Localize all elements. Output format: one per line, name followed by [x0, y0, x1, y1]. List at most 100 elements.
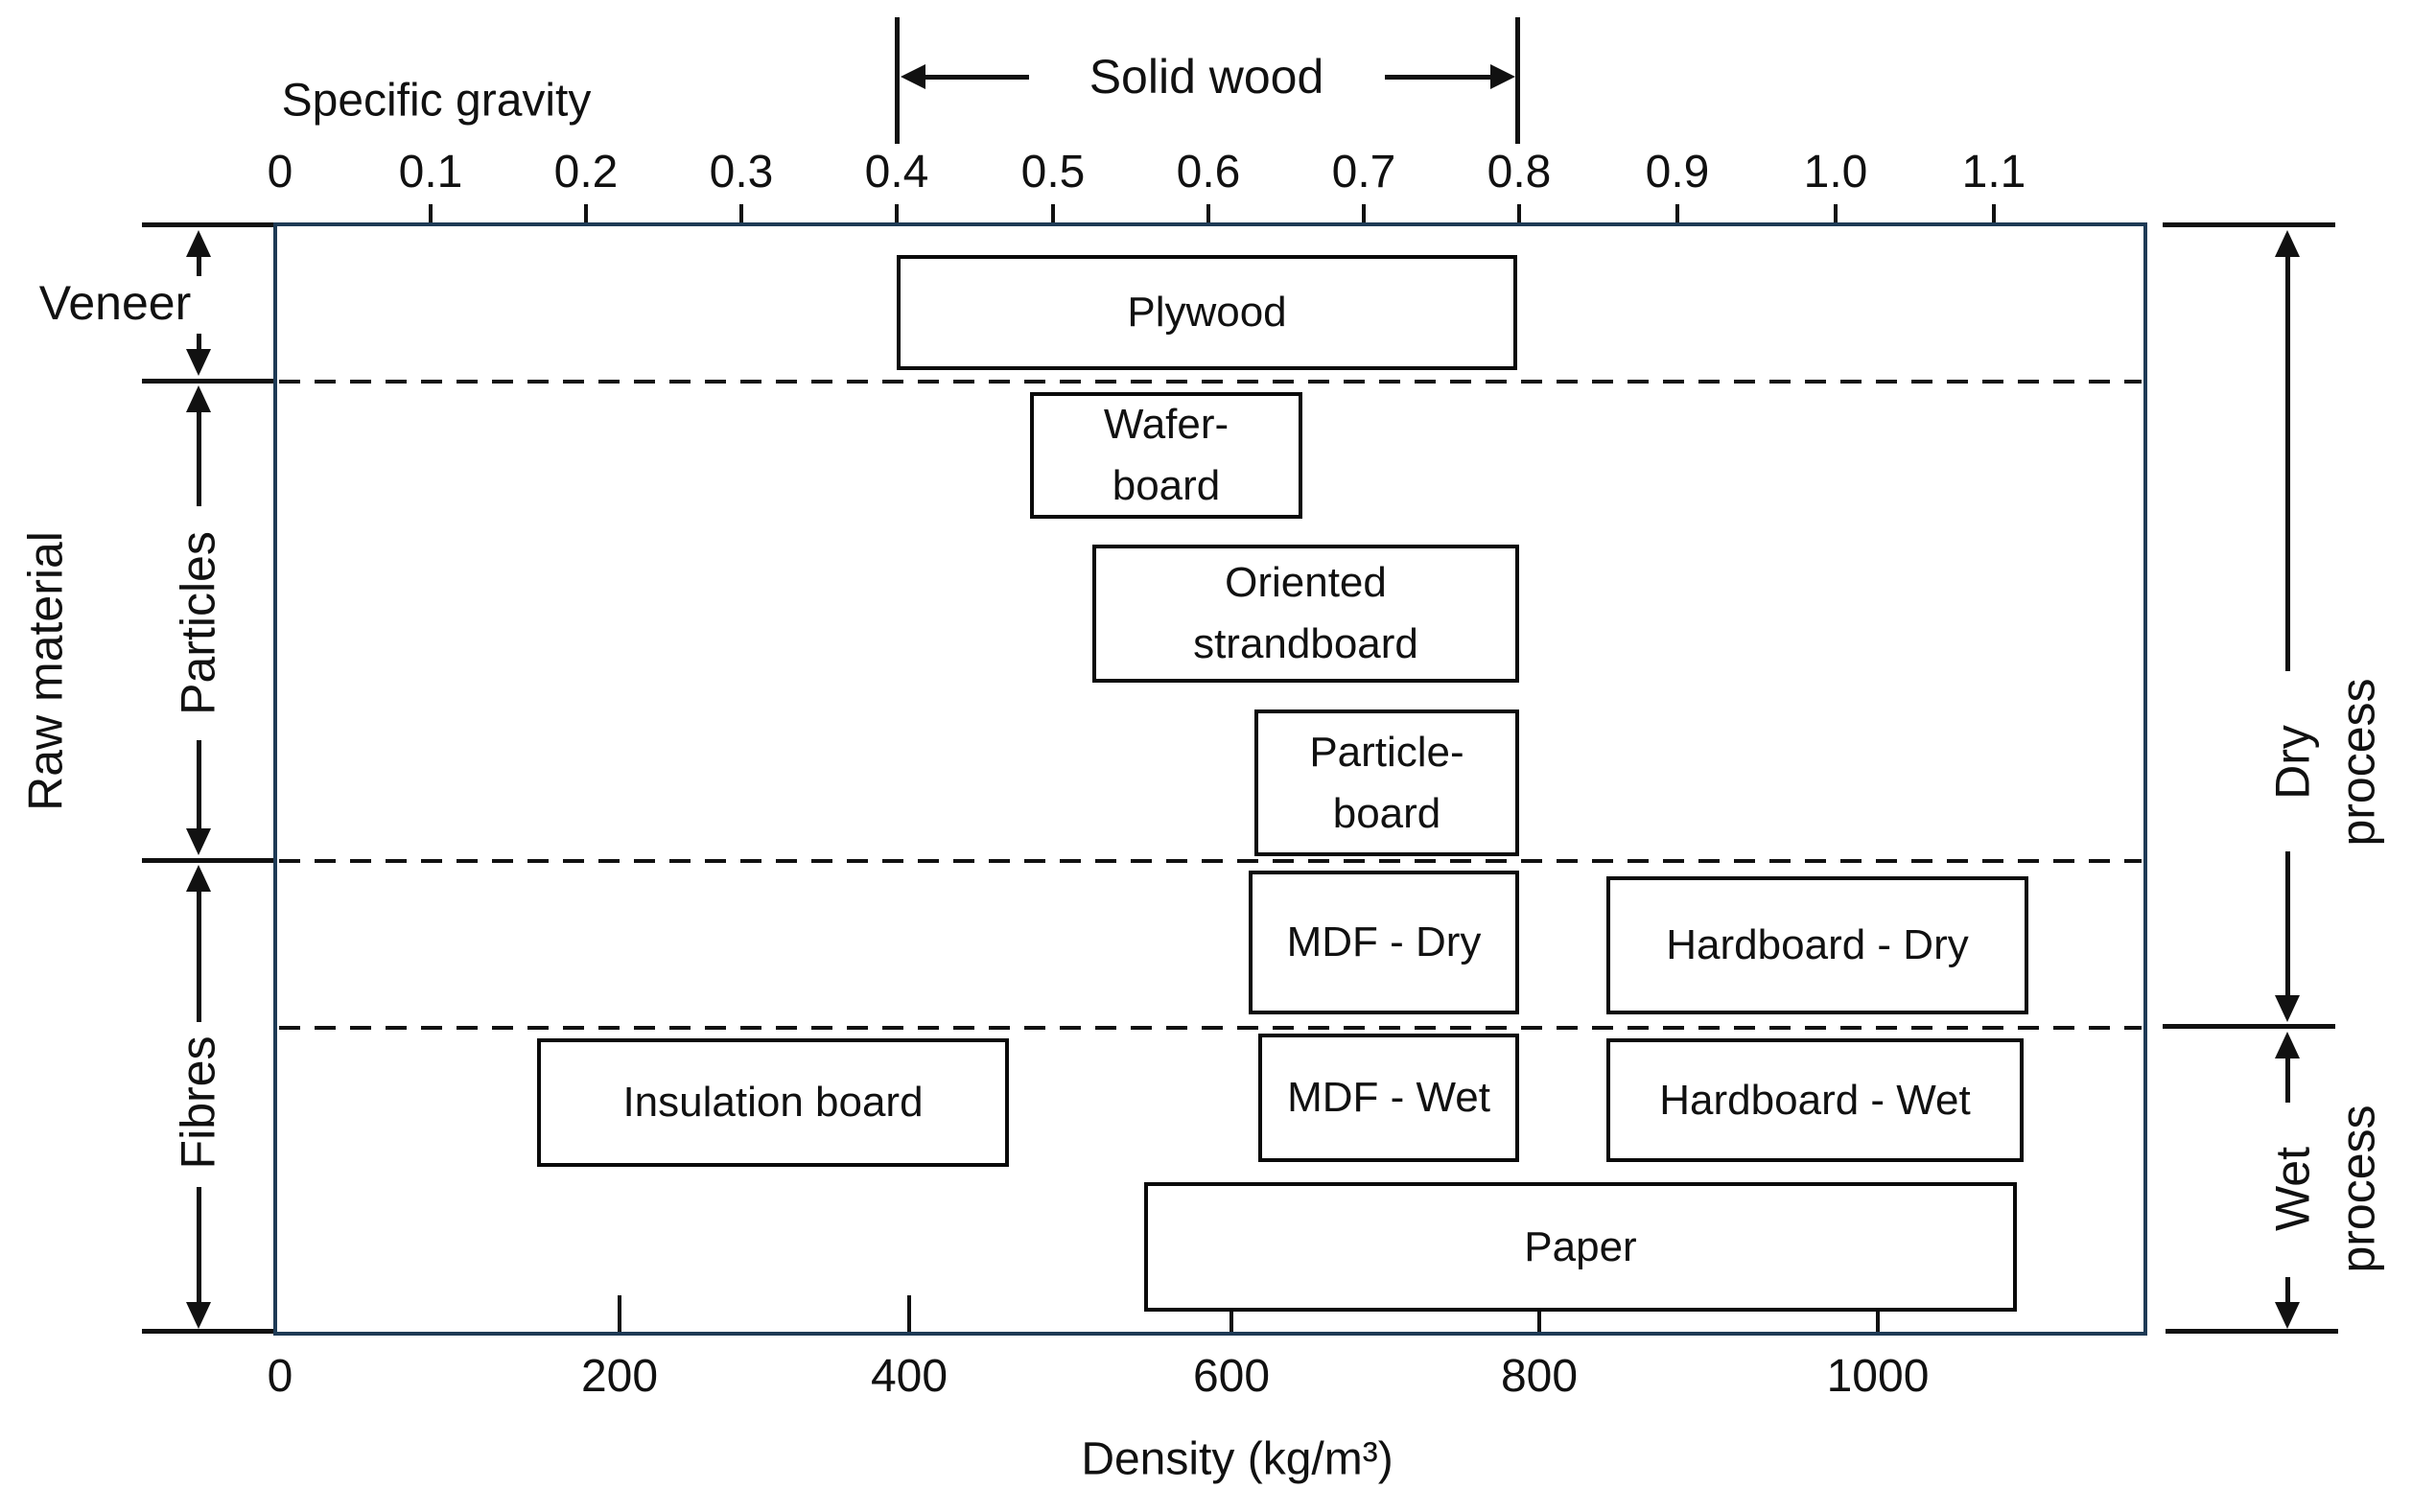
wet-arrow-line	[2285, 1277, 2290, 1304]
box-paper-label-line1: Paper	[1524, 1222, 1637, 1270]
bottom-axis-title: Density (kg/m³)	[1081, 1433, 1393, 1485]
top-tick-mark	[1051, 204, 1055, 223]
fibres-down-arrowhead-icon	[186, 1302, 211, 1329]
bracket-cap	[142, 379, 273, 384]
top-tick-mark	[1517, 204, 1521, 223]
top-tick-label: 0.4	[864, 147, 929, 198]
bottom-tick-mark	[907, 1295, 911, 1332]
veneer-down-arrowhead-icon	[186, 349, 211, 376]
box-hardboard-dry: Hardboard - Dry	[1606, 876, 2028, 1014]
dashed-separator-dry-wet	[279, 1026, 2142, 1030]
box-insulation-board-label-line1: Insulation board	[622, 1079, 924, 1127]
veneer-arrow-line	[197, 334, 201, 351]
fibres-label: Fibres	[171, 1035, 225, 1170]
bracket-cap	[142, 1329, 273, 1334]
box-mdf-wet-label-line1: MDF - Wet	[1287, 1074, 1490, 1122]
bottom-tick-mark	[1537, 1295, 1541, 1332]
bottom-tick-label: 0	[267, 1351, 293, 1402]
particles-arrow-line	[197, 410, 201, 506]
veneer-arrow-line	[197, 255, 201, 276]
top-tick-label: 0.6	[1176, 147, 1241, 198]
veneer-label: Veneer	[38, 276, 192, 330]
top-tick-label: 0	[267, 147, 293, 198]
fibres-arrow-line	[197, 890, 201, 1022]
box-oriented-strandboard: Oriented strandboard	[1092, 545, 1519, 683]
top-tick-mark	[739, 204, 743, 223]
bottom-tick-label: 600	[1192, 1351, 1271, 1402]
solid-wood-right-arrow-line	[1385, 75, 1492, 80]
bottom-tick-label: 800	[1500, 1351, 1579, 1402]
top-tick-mark	[584, 204, 588, 223]
box-paper: Paper	[1144, 1182, 2017, 1312]
dashed-separator-veneer-particles	[279, 380, 2142, 384]
box-particleboard: Particle-board	[1254, 709, 1519, 856]
solid-wood-right-arrowhead-icon	[1490, 64, 1515, 89]
box-particleboard-label-line2: board	[1332, 789, 1441, 837]
wet-process-label: Wet process	[2261, 1105, 2391, 1272]
bottom-tick-mark	[1876, 1295, 1880, 1332]
bracket-cap	[2163, 222, 2335, 227]
top-tick-label: 0.8	[1487, 147, 1552, 198]
bottom-tick-mark	[618, 1295, 621, 1332]
top-tick-mark	[1362, 204, 1366, 223]
bracket-cap	[142, 858, 273, 863]
box-mdf-wet: MDF - Wet	[1258, 1034, 1519, 1162]
bracket-cap	[142, 222, 273, 227]
box-oriented-strandboard-label-line1: Oriented	[1225, 559, 1387, 607]
wet-process-label-line1: Wet	[2265, 1147, 2320, 1232]
dry-down-arrowhead-icon	[2275, 995, 2300, 1022]
wet-process-label-line2: process	[2330, 1105, 2384, 1273]
particles-up-arrowhead-icon	[186, 385, 211, 412]
bracket-cap	[2166, 1329, 2338, 1334]
particles-down-arrowhead-icon	[186, 828, 211, 855]
box-waferboard-label-line2: board	[1112, 462, 1221, 509]
solid-wood-right-bar	[1515, 17, 1520, 144]
top-tick-label: 0.9	[1645, 147, 1710, 198]
left-axis-title: Raw material	[18, 531, 73, 811]
box-oriented-strandboard-label-line2: strandboard	[1193, 620, 1418, 667]
top-tick-mark	[1834, 204, 1838, 223]
top-tick-label: 1.0	[1803, 147, 1868, 198]
dry-process-label-line1: Dry	[2265, 725, 2320, 800]
box-waferboard: Wafer-board	[1030, 392, 1302, 519]
solid-wood-left-bar	[895, 17, 900, 144]
bottom-tick-label: 200	[580, 1351, 659, 1402]
wet-down-arrowhead-icon	[2275, 1302, 2300, 1329]
particles-arrow-line	[197, 740, 201, 831]
box-plywood-label-line1: Plywood	[1127, 289, 1287, 337]
bottom-tick-label: 400	[870, 1351, 948, 1402]
top-tick-label: 0.3	[709, 147, 774, 198]
box-hardboard-dry-label-line1: Hardboard - Dry	[1666, 921, 1969, 969]
plot-area	[273, 222, 2147, 1336]
box-waferboard-label-line1: Wafer-	[1103, 401, 1229, 449]
top-tick-mark	[1206, 204, 1210, 223]
top-tick-label: 1.1	[1961, 147, 2026, 198]
veneer-up-arrowhead-icon	[186, 230, 211, 257]
dry-up-arrowhead-icon	[2275, 230, 2300, 257]
top-tick-label: 0.5	[1020, 147, 1086, 198]
bottom-tick-label: 1000	[1826, 1351, 1930, 1402]
dashed-separator-particles-fibres	[279, 859, 2142, 863]
solid-wood-left-arrowhead-icon	[901, 64, 925, 89]
top-tick-label: 0.1	[398, 147, 463, 198]
fibres-arrow-line	[197, 1187, 201, 1304]
top-tick-mark	[1992, 204, 1996, 223]
box-mdf-dry: MDF - Dry	[1249, 871, 1519, 1014]
top-axis-title: Specific gravity	[281, 75, 592, 127]
box-plywood: Plywood	[897, 255, 1517, 370]
particles-label: Particles	[171, 531, 225, 715]
bottom-tick-mark	[1229, 1295, 1233, 1332]
box-hardboard-wet: Hardboard - Wet	[1606, 1038, 2024, 1162]
dry-arrow-line	[2285, 255, 2290, 671]
dry-arrow-line	[2285, 851, 2290, 997]
top-tick-label: 0.2	[553, 147, 619, 198]
box-particleboard-label-line1: Particle-	[1309, 728, 1464, 776]
dry-process-label-line2: process	[2330, 678, 2384, 847]
fibres-up-arrowhead-icon	[186, 865, 211, 892]
top-tick-label: 0.7	[1331, 147, 1396, 198]
bracket-cap	[2163, 1024, 2335, 1029]
box-insulation-board: Insulation board	[537, 1038, 1009, 1167]
top-tick-mark	[1675, 204, 1679, 223]
box-mdf-dry-label-line1: MDF - Dry	[1286, 919, 1482, 966]
